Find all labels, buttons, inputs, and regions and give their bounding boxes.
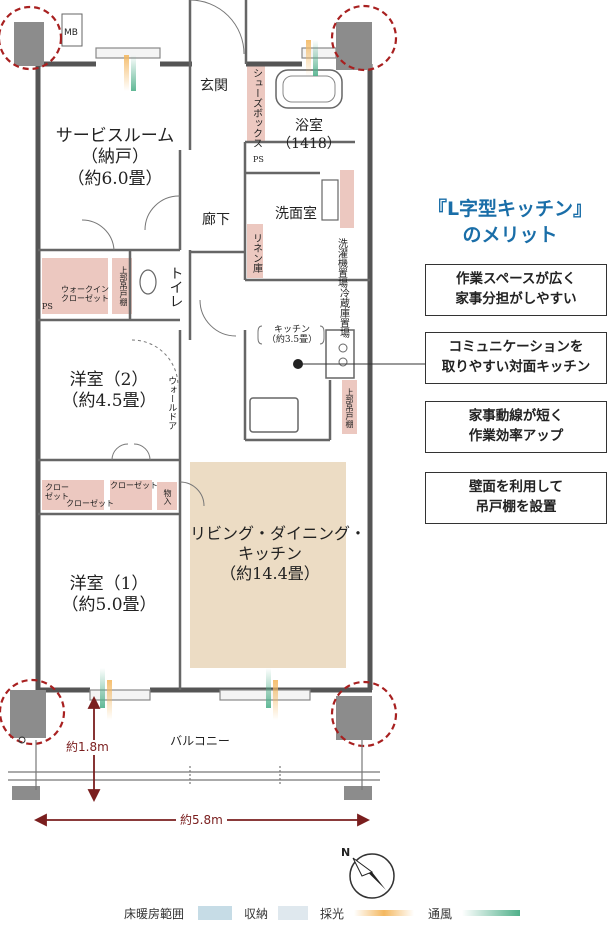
service-room-label: サービスルーム （納戸） （約6.0畳） bbox=[55, 126, 175, 189]
ps-label: PS bbox=[253, 155, 264, 164]
kitchen-counter bbox=[249, 397, 299, 433]
ldk-floor bbox=[190, 462, 346, 668]
depth-dimension: 約1.8m bbox=[66, 740, 109, 755]
legend-heating-swatch bbox=[198, 906, 232, 920]
bath-label: 浴室 （1418） bbox=[277, 118, 341, 152]
legend-light-swatch bbox=[354, 910, 414, 916]
door-swings bbox=[81, 0, 245, 507]
legend-wind-swatch bbox=[462, 910, 520, 916]
compass-icon bbox=[349, 853, 395, 899]
storage-label: 物入 bbox=[163, 489, 172, 505]
washroom-label: 洗面室 bbox=[275, 206, 317, 222]
genkan-label: 玄関 bbox=[200, 78, 228, 94]
windows bbox=[89, 47, 337, 701]
closet-c-label: クローゼット bbox=[110, 481, 158, 490]
balcony bbox=[8, 740, 380, 790]
western1-label: 洋室（1） （約5.0畳） bbox=[61, 574, 157, 616]
legend-light-label: 採光 bbox=[320, 907, 345, 921]
wall-door-label: ウォールドア bbox=[166, 376, 177, 430]
compass-north-label: N bbox=[341, 846, 351, 859]
balcony-label: バルコニー bbox=[170, 734, 230, 748]
closet-b-label: クローゼット bbox=[66, 499, 114, 508]
legend-storage-label: 収納 bbox=[244, 907, 269, 921]
fridge-label: 冷蔵庫置場 bbox=[337, 288, 349, 338]
hallway-label: 廊下 bbox=[202, 212, 230, 228]
merit-item: 作業スペースが広く 家事分担がしやすい bbox=[425, 264, 607, 316]
legend-heating-label: 床暖房範囲 bbox=[124, 907, 185, 921]
ldk-label: リビング・ダイニング・ キッチン （約14.4畳） bbox=[190, 524, 367, 583]
width-dimension: 約5.8m bbox=[176, 813, 227, 828]
upper-shelf-label: 上部吊戸棚 bbox=[119, 266, 128, 306]
ps2-label: PS bbox=[42, 302, 53, 311]
legend-wind-label: 通風 bbox=[428, 907, 453, 921]
pillar-circles bbox=[0, 4, 398, 748]
dimension-lines bbox=[33, 695, 371, 827]
toilet-label: トイレ bbox=[167, 266, 184, 308]
merit-item: 家事動線が短く 作業効率アップ bbox=[425, 401, 607, 453]
mb-label: MB bbox=[64, 28, 78, 38]
washer-label: 洗濯機置場 bbox=[335, 238, 347, 288]
shoes-box-label: シューズボックス bbox=[250, 68, 262, 148]
upper-shelf2-label: 上部吊戸棚 bbox=[345, 388, 354, 428]
legend-storage-swatch bbox=[278, 906, 308, 920]
merit-title: 『L字型キッチン』 のメリット bbox=[427, 198, 593, 246]
merit-item: コミュニケーションを 取りやすい対面キッチン bbox=[425, 332, 607, 384]
linen-label: リネン庫 bbox=[250, 233, 262, 273]
interior-walls bbox=[38, 0, 370, 690]
kitchen-label: キッチン （約3.5畳） bbox=[266, 325, 318, 345]
storage-areas bbox=[42, 66, 357, 510]
columns bbox=[10, 22, 372, 800]
merit-item: 壁面を利用して 吊戸棚を設置 bbox=[425, 472, 607, 524]
closet-a-label: クロー ゼット bbox=[45, 483, 69, 501]
western2-label: 洋室（2） （約4.5畳） bbox=[61, 370, 157, 412]
light-wind-arrows bbox=[100, 40, 318, 720]
walk-in-closet-label: ウォークイン クローゼット bbox=[61, 285, 109, 303]
